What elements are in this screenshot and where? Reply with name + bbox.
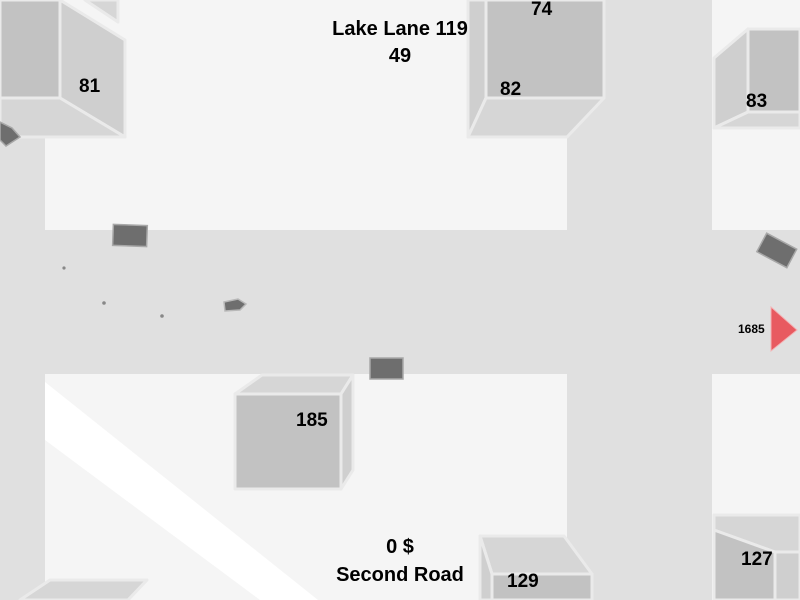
building-185 bbox=[233, 373, 355, 491]
car bbox=[369, 357, 404, 380]
debris bbox=[62, 266, 164, 318]
building-129 bbox=[478, 534, 594, 600]
money-display: 0 $ bbox=[386, 536, 414, 558]
car bbox=[111, 223, 149, 248]
vehicles bbox=[0, 121, 798, 380]
building-82 bbox=[466, 0, 606, 139]
street-name: Lake Lane 119 bbox=[332, 18, 468, 40]
building-label-81: 81 bbox=[79, 76, 101, 97]
target-distance: 1685 bbox=[738, 322, 765, 336]
car bbox=[0, 121, 22, 147]
hud-top: Lake Lane 119 49 bbox=[300, 16, 500, 70]
counter: 49 bbox=[388, 45, 412, 67]
building-81 bbox=[0, 0, 127, 139]
building-label-185: 185 bbox=[296, 410, 328, 431]
building-partial-bottom-left bbox=[18, 578, 149, 600]
building-83 bbox=[712, 27, 800, 130]
building-label-83: 83 bbox=[746, 91, 767, 112]
building-label-127: 127 bbox=[741, 549, 773, 570]
building-label-74: 74 bbox=[531, 0, 553, 20]
building-127 bbox=[712, 513, 800, 600]
diagonal-path bbox=[45, 382, 318, 600]
player-car bbox=[223, 298, 248, 312]
hud-bottom: 0 $ Second Road bbox=[300, 533, 500, 589]
target-marker: 1685 bbox=[738, 305, 798, 353]
car bbox=[755, 232, 798, 269]
building-labels: 74 81 82 83 185 129 127 bbox=[79, 0, 773, 592]
next-street-name: Second Road bbox=[336, 564, 464, 586]
target-arrow-icon bbox=[770, 305, 798, 353]
building-label-129: 129 bbox=[507, 571, 539, 592]
building-label-82: 82 bbox=[500, 79, 521, 100]
